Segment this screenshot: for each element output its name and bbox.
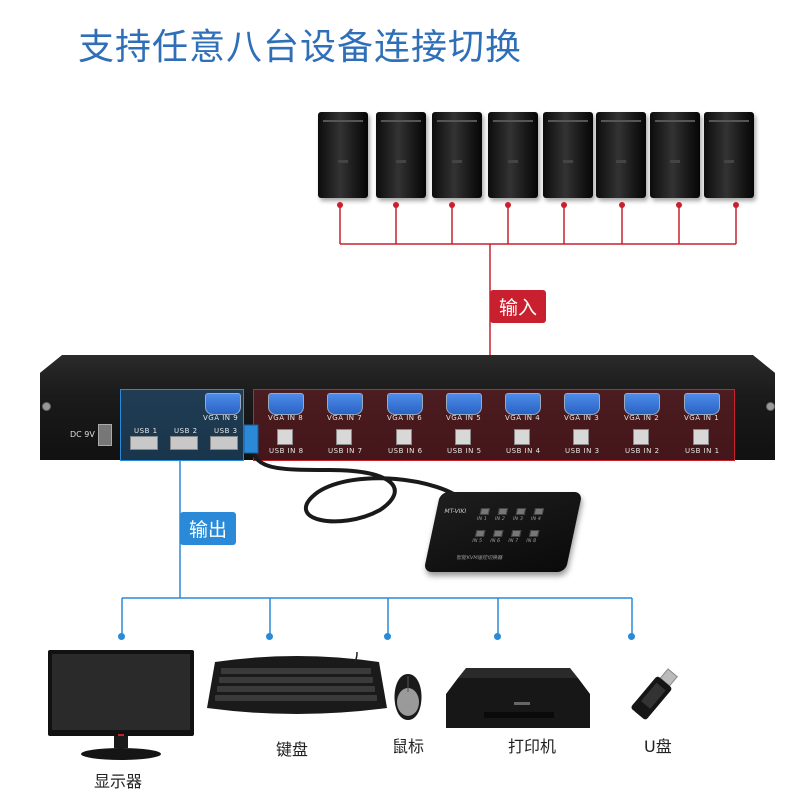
usb-port-label: USB IN 3 [565, 447, 600, 455]
connector-dot [505, 202, 511, 208]
vga-port [624, 393, 660, 415]
vga-port [564, 393, 600, 415]
computer-tower-icon [543, 112, 593, 198]
usb-b-port [514, 429, 530, 445]
vga-port-label: VGA IN 7 [327, 414, 363, 422]
connector-dot [733, 202, 739, 208]
vga-port [268, 393, 304, 415]
computer-tower-icon [488, 112, 538, 198]
keyboard-icon [207, 652, 387, 714]
vga-port-label: VGA IN 1 [684, 414, 720, 422]
usb-b-port [277, 429, 293, 445]
usb-port-label: USB IN 8 [269, 447, 304, 455]
remote-button [515, 508, 527, 515]
vga-port [505, 393, 541, 415]
vga-port [327, 393, 363, 415]
vga-port [446, 393, 482, 415]
usb-b-port [633, 429, 649, 445]
vga-port-label: VGA IN 3 [564, 414, 600, 422]
vga-port-label: VGA IN 9 [203, 414, 239, 422]
computer-tower-icon [596, 112, 646, 198]
monitor-icon [48, 650, 194, 760]
page-title: 支持任意八台设备连接切换 [78, 27, 523, 68]
remote-button [533, 508, 545, 515]
device-label: 键盘 [276, 740, 309, 759]
vga-port-label: VGA IN 2 [624, 414, 660, 422]
remote-button [492, 530, 504, 537]
connector-dot [449, 202, 455, 208]
vga-port-label: VGA IN 5 [446, 414, 482, 422]
usb-port-label: USB IN 4 [506, 447, 541, 455]
usb-port-label: USB IN 6 [388, 447, 423, 455]
computer-tower-icon [376, 112, 426, 198]
usb-b-port [396, 429, 412, 445]
connector-dot [561, 202, 567, 208]
usb-port-label: USB IN 7 [328, 447, 363, 455]
output-label: 输出 [180, 512, 237, 545]
vga-port [684, 393, 720, 415]
remote-caption: 智能KVM遥控切换器 [455, 555, 504, 561]
usb-b-port [573, 429, 589, 445]
mount-screw [42, 402, 51, 411]
usb-a-port [130, 436, 158, 450]
device-label: 显示器 [94, 772, 143, 791]
vga-port-label: VGA IN 4 [505, 414, 541, 422]
remote-button-label: IN 2 [494, 516, 506, 522]
remote-button [479, 508, 491, 515]
usb-port-label: USB IN 5 [447, 447, 482, 455]
computer-tower-icon [432, 112, 482, 198]
usb-port-label: USB IN 1 [685, 447, 720, 455]
remote-button-label: IN 1 [476, 516, 488, 522]
connector-dot [628, 633, 635, 640]
connector-dot [266, 633, 273, 640]
dc-power-jack [98, 424, 112, 446]
connector-dot [118, 633, 125, 640]
remote-button [497, 508, 509, 515]
remote-button-label: IN 8 [525, 538, 537, 544]
usb-port-label: USB 1 [134, 427, 158, 435]
vga-port [387, 393, 423, 415]
device-label: 鼠标 [392, 737, 425, 756]
vga-port-label: VGA IN 8 [268, 414, 304, 422]
usb-a-port [210, 436, 238, 450]
input-label: 输入 [490, 290, 547, 323]
dc-port-label: DC 9V [70, 430, 95, 439]
vga-port-label: VGA IN 6 [387, 414, 423, 422]
remote-button [510, 530, 522, 537]
remote-button-label: IN 4 [530, 516, 542, 522]
remote-button-label: IN 3 [512, 516, 524, 522]
remote-brand: MT-VIKI [443, 508, 467, 515]
usb-port-label: USB 3 [214, 427, 238, 435]
computer-tower-icon [704, 112, 754, 198]
connector-dot [676, 202, 682, 208]
remote-button [528, 530, 540, 537]
usb-b-port [693, 429, 709, 445]
remote-button-label: IN 7 [507, 538, 519, 544]
printer-icon [446, 668, 590, 728]
usb-a-port [170, 436, 198, 450]
usb-b-port [455, 429, 471, 445]
remote-button [474, 530, 486, 537]
computer-tower-icon [318, 112, 368, 198]
remote-button-label: IN 6 [489, 538, 501, 544]
kvm-remote-controller: MT-VIKI 智能KVM遥控切换器 IN 1 IN 2 IN 3 IN 4 I… [423, 492, 583, 572]
vga-port [205, 393, 241, 415]
mouse-icon [394, 674, 422, 720]
remote-button-label: IN 5 [471, 538, 483, 544]
connector-dot [384, 633, 391, 640]
usb-port-label: USB IN 2 [625, 447, 660, 455]
device-label: 打印机 [508, 737, 557, 756]
connector-dot [494, 633, 501, 640]
computer-tower-icon [650, 112, 700, 198]
connector-dot [619, 202, 625, 208]
connector-dot [337, 202, 343, 208]
mount-screw [766, 402, 775, 411]
usb-b-port [336, 429, 352, 445]
device-label: U盘 [644, 737, 672, 756]
usb-port-label: USB 2 [174, 427, 198, 435]
connector-dot [393, 202, 399, 208]
usb-drive-icon [631, 668, 678, 720]
